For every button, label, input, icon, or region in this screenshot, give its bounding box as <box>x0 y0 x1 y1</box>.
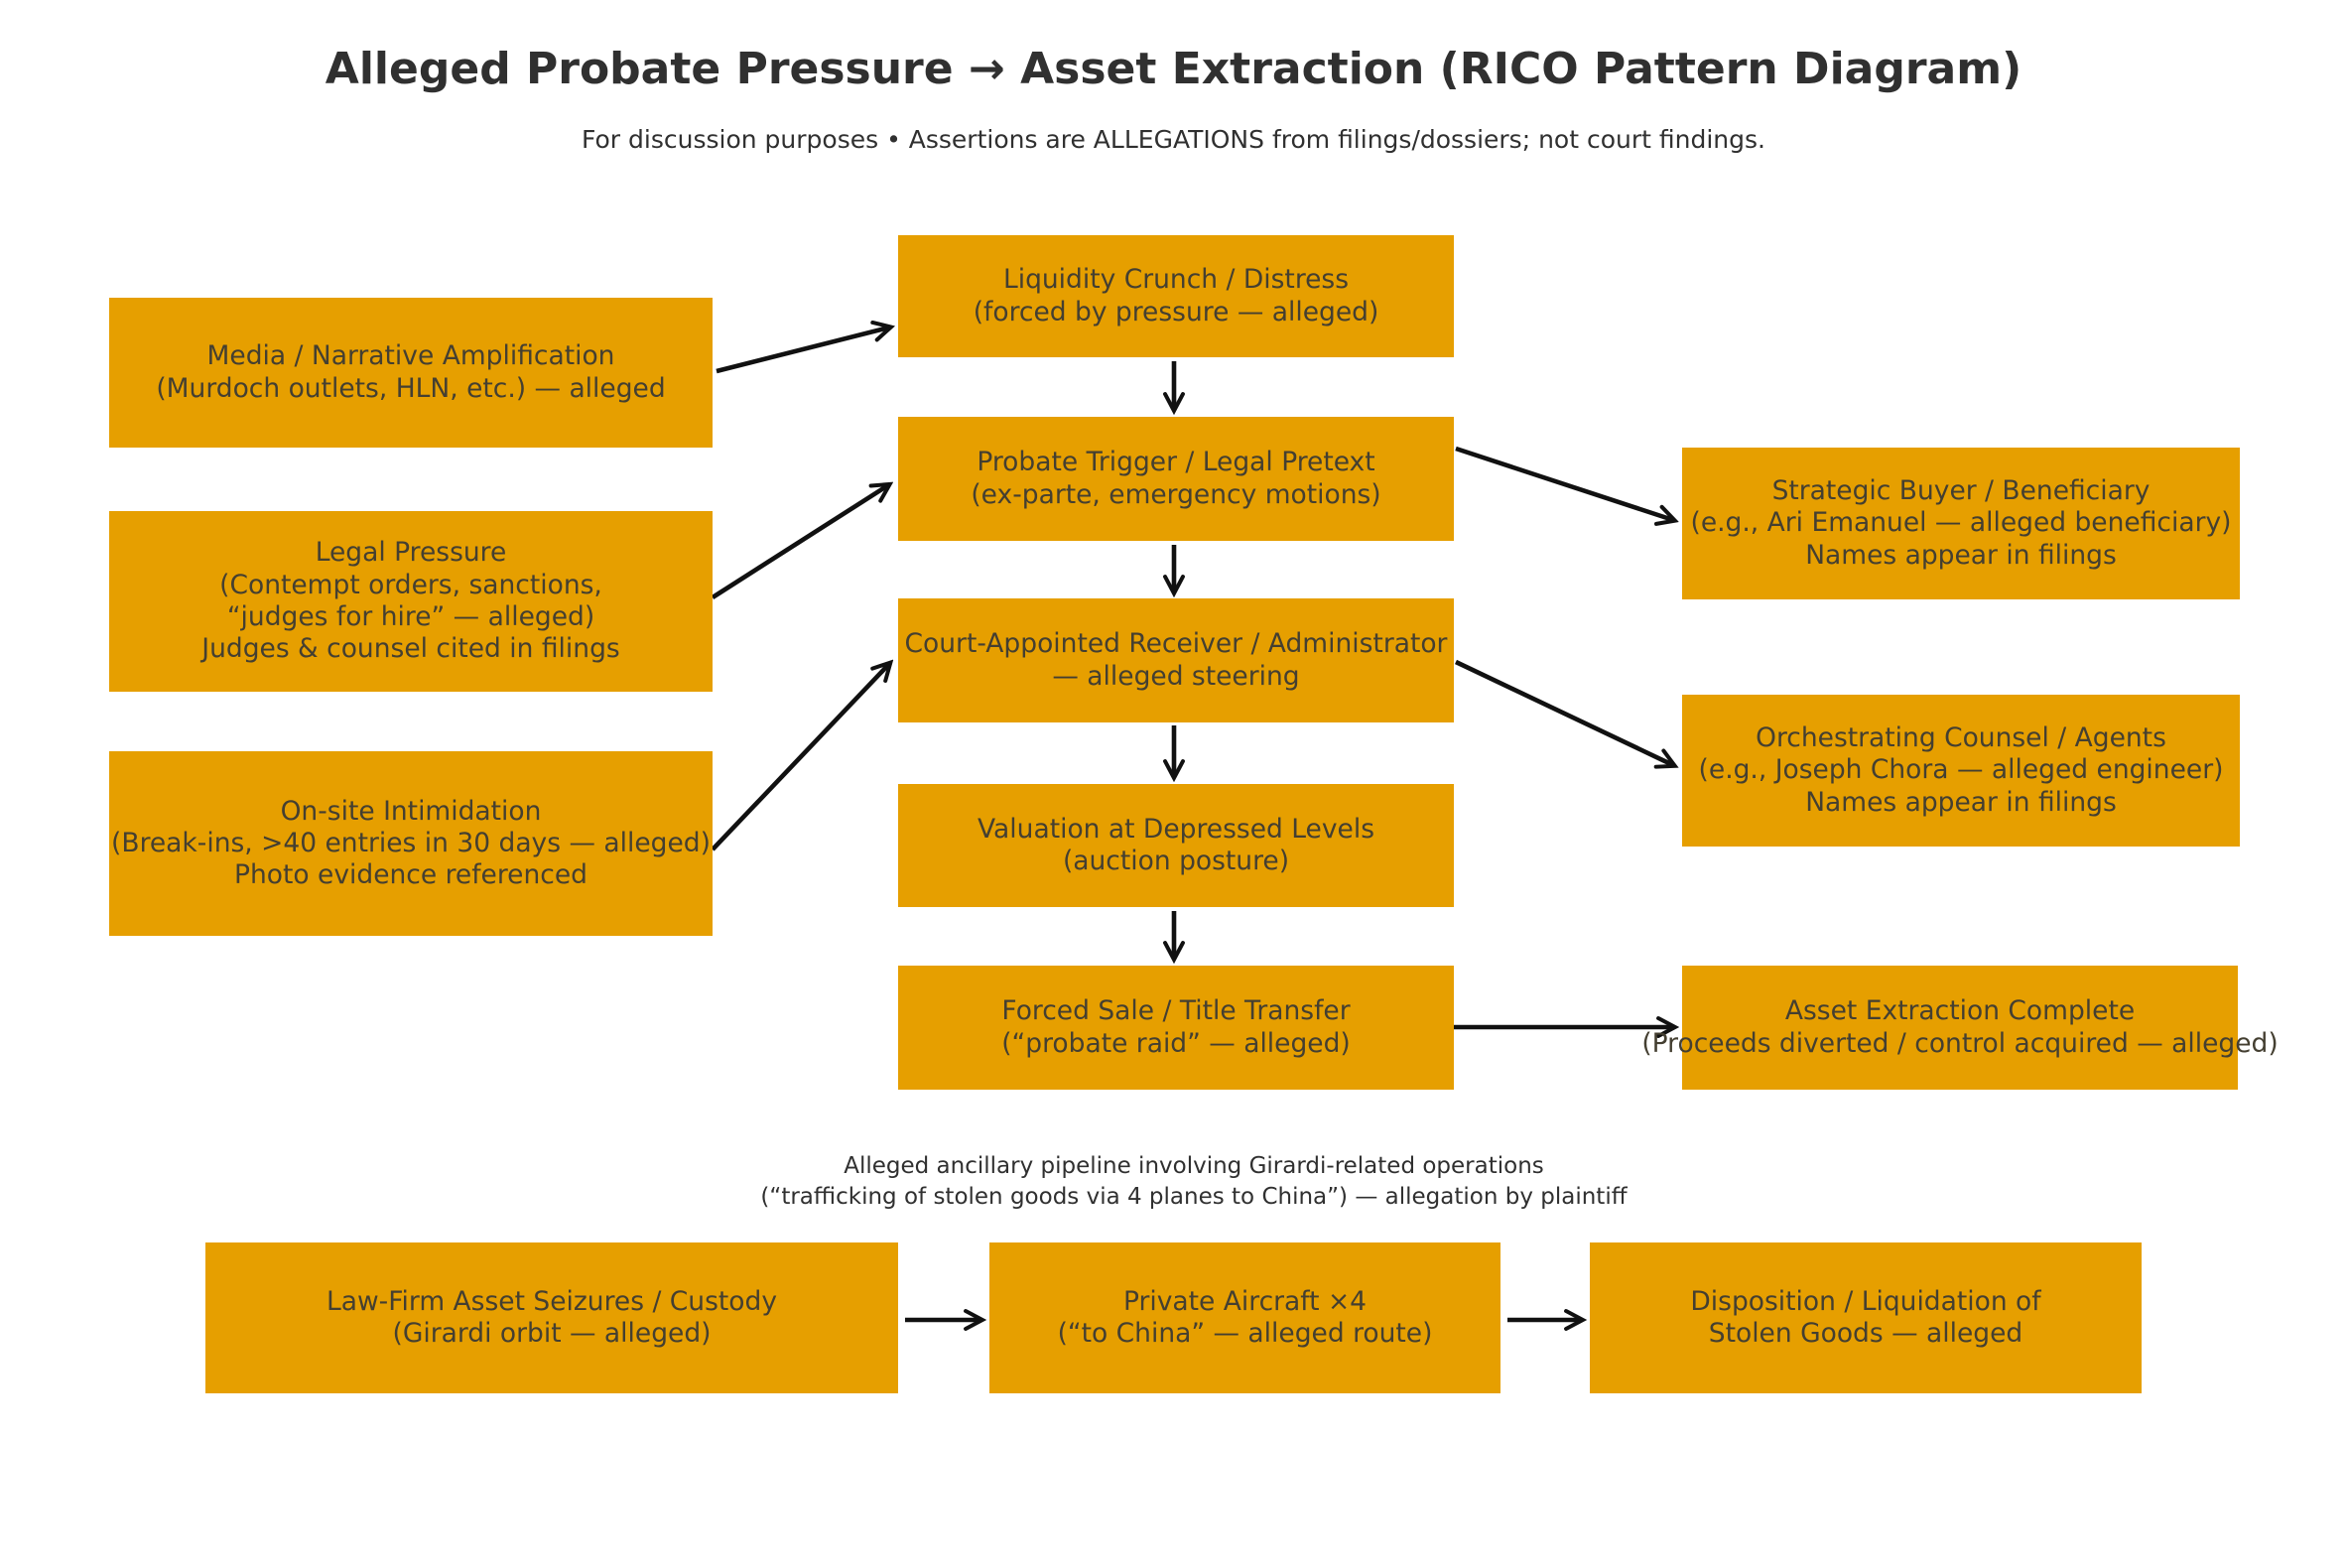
arrow-media-to-liquidity <box>716 327 889 374</box>
node-liquidity-crunch: Liquidity Crunch / Distress (forced by p… <box>898 235 1454 357</box>
node-probate-trigger: Probate Trigger / Legal Pretext (ex-part… <box>898 417 1454 541</box>
arrow-legal-pressure-to-probate-trigger <box>711 485 888 599</box>
node-strategic-buyer: Strategic Buyer / Beneficiary (e.g., Ari… <box>1682 448 2240 599</box>
node-court-appointed-receiver: Court-Appointed Receiver / Administrator… <box>898 598 1454 722</box>
node-law-firm-seizures: Law-Firm Asset Seizures / Custody (Girar… <box>205 1242 898 1393</box>
node-private-aircraft: Private Aircraft ×4 (“to China” — allege… <box>989 1242 1500 1393</box>
arrow-receiver-to-orchestrating-counsel <box>1455 659 1673 765</box>
arrow-intimidation-to-receiver <box>711 664 889 851</box>
node-asset-extraction-complete: Asset Extraction Complete (Proceeds dive… <box>1641 966 2279 1090</box>
node-onsite-intimidation: On-site Intimidation (Break-ins, >40 ent… <box>109 751 713 936</box>
arrow-probate-trigger-to-strategic-buyer <box>1455 446 1673 520</box>
node-media-amplification: Media / Narrative Amplification (Murdoch… <box>109 298 713 448</box>
node-orchestrating-counsel: Orchestrating Counsel / Agents (e.g., Jo… <box>1682 695 2240 847</box>
node-legal-pressure: Legal Pressure (Contempt orders, sanctio… <box>109 511 713 692</box>
diagram-title: Alleged Probate Pressure → Asset Extract… <box>325 44 2022 94</box>
node-forced-sale: Forced Sale / Title Transfer (“probate r… <box>898 966 1454 1090</box>
node-valuation-depressed: Valuation at Depressed Levels (auction p… <box>898 784 1454 907</box>
diagram-subtitle: For discussion purposes • Assertions are… <box>582 125 1765 154</box>
node-disposition-liquidation: Disposition / Liquidation of Stolen Good… <box>1590 1242 2142 1393</box>
ancillary-pipeline-caption: Alleged ancillary pipeline involving Gir… <box>760 1153 1628 1211</box>
